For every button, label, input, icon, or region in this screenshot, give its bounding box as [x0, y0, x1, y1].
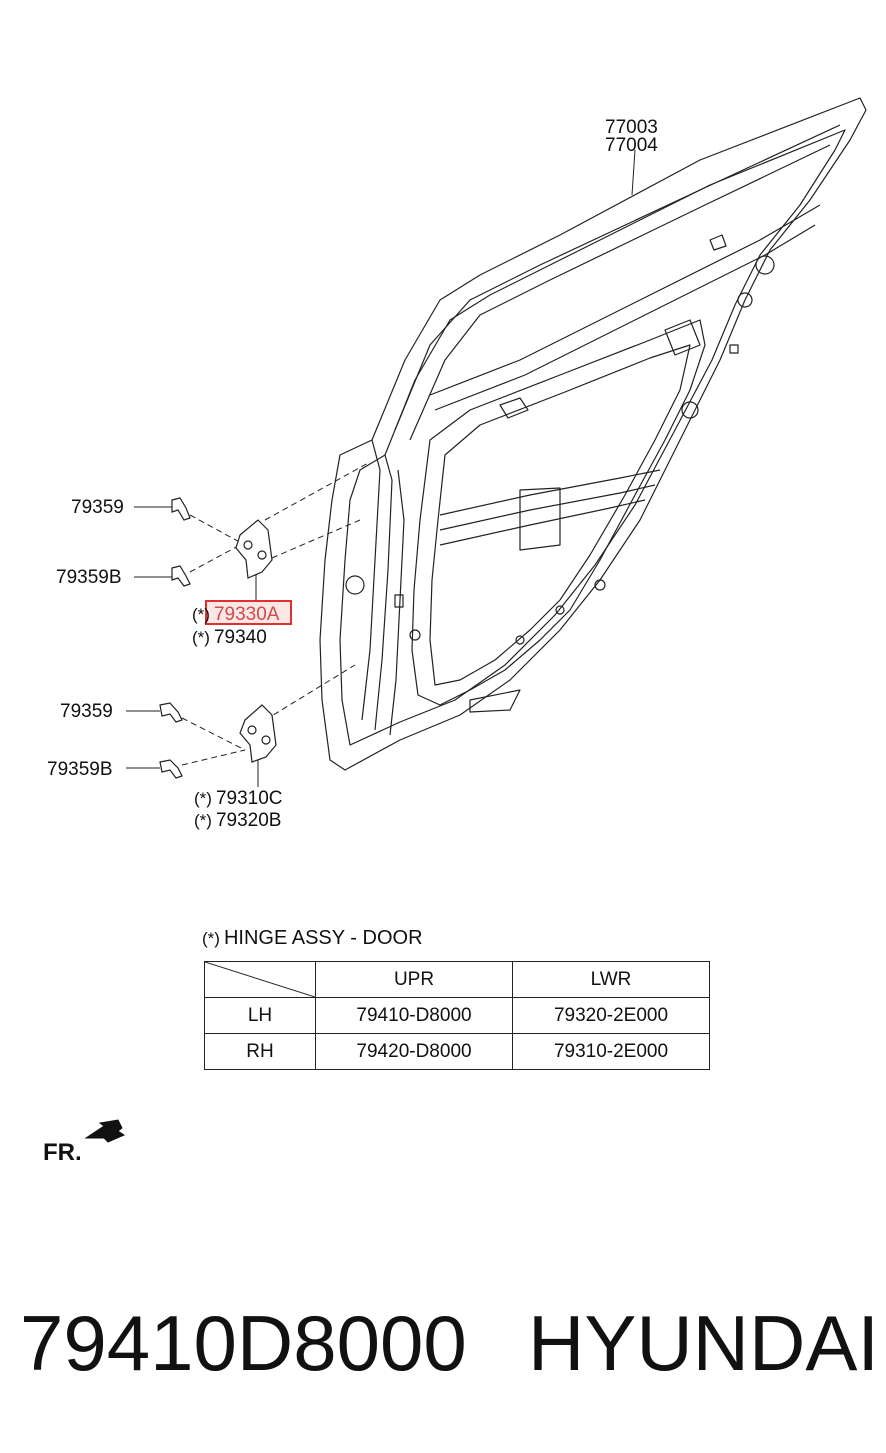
front-direction-arrow-icon: [84, 1119, 126, 1143]
callout-upper-hinge-b: (*)79340: [192, 628, 267, 647]
callout-lower-hinge-b-number: 79320B: [215, 810, 282, 831]
highlight-box: [205, 600, 292, 625]
callout-upper-hinge-a-number: 79330A: [213, 604, 280, 625]
callout-lower-bolt-b: 79359B: [47, 759, 113, 780]
window-frame: [394, 124, 841, 431]
table-cell-lwr: 79310-2E000: [512, 1033, 710, 1070]
callout-lower-hinge-b: (*)79320B: [194, 811, 281, 830]
table-cell-side: RH: [204, 1033, 316, 1070]
table-corner-cell: [204, 961, 316, 998]
callout-lower-hinge-a-number: 79310C: [215, 788, 283, 809]
table-title: (*)HINGE ASSY - DOOR: [202, 927, 423, 950]
table-cell-upr: 79420-D8000: [315, 1033, 513, 1070]
callout-lower-hinge-a: (*)79310C: [194, 789, 283, 808]
table-header-upr: UPR: [315, 961, 513, 998]
diagonal-divider-icon: [205, 962, 315, 997]
callout-lower-bolt: 79359: [60, 701, 113, 722]
asterisk-marker: (*): [192, 628, 210, 647]
callout-upper-hinge-a: (*)79330A: [192, 605, 279, 624]
callout-upper-hinge-b-number: 79340: [213, 627, 267, 648]
hinge-parts-table: UPR LWR LH 79410-D8000 79320-2E000 RH 79…: [204, 961, 710, 1070]
footer-brand: HYUNDAI: [528, 1299, 880, 1387]
door-opening: [411, 319, 706, 706]
asterisk-marker: (*): [194, 811, 212, 830]
table-row: RH 79420-D8000 79310-2E000: [204, 1033, 710, 1070]
callout-frame-rh: 77004: [605, 135, 658, 156]
table-cell-side: LH: [204, 997, 316, 1034]
callout-frame-lh: 77003: [605, 117, 658, 138]
table-header-lwr: LWR: [512, 961, 710, 998]
table-cell-upr: 79410-D8000: [315, 997, 513, 1034]
asterisk-marker: (*): [192, 605, 210, 624]
door-inner-frame: [339, 129, 846, 746]
callout-upper-bolt-b: 79359B: [56, 567, 122, 588]
door-outer-frame: [319, 97, 867, 771]
table-cell-lwr: 79320-2E000: [512, 997, 710, 1034]
lower-bolt-icon: [159, 702, 183, 779]
front-direction-label: FR.: [43, 1139, 82, 1166]
upper-hinge-icon: [235, 519, 273, 579]
asterisk-marker: (*): [202, 929, 220, 948]
lower-hinge-icon: [239, 704, 277, 763]
table-row: LH 79410-D8000 79320-2E000: [204, 997, 710, 1034]
footer-part-number: 79410D8000: [20, 1299, 467, 1387]
table-header-row: UPR LWR: [204, 961, 710, 998]
asterisk-marker: (*): [194, 789, 212, 808]
table-title-text: HINGE ASSY - DOOR: [223, 927, 423, 949]
upper-bolt-icon: [171, 497, 191, 587]
callout-upper-bolt: 79359: [71, 497, 124, 518]
